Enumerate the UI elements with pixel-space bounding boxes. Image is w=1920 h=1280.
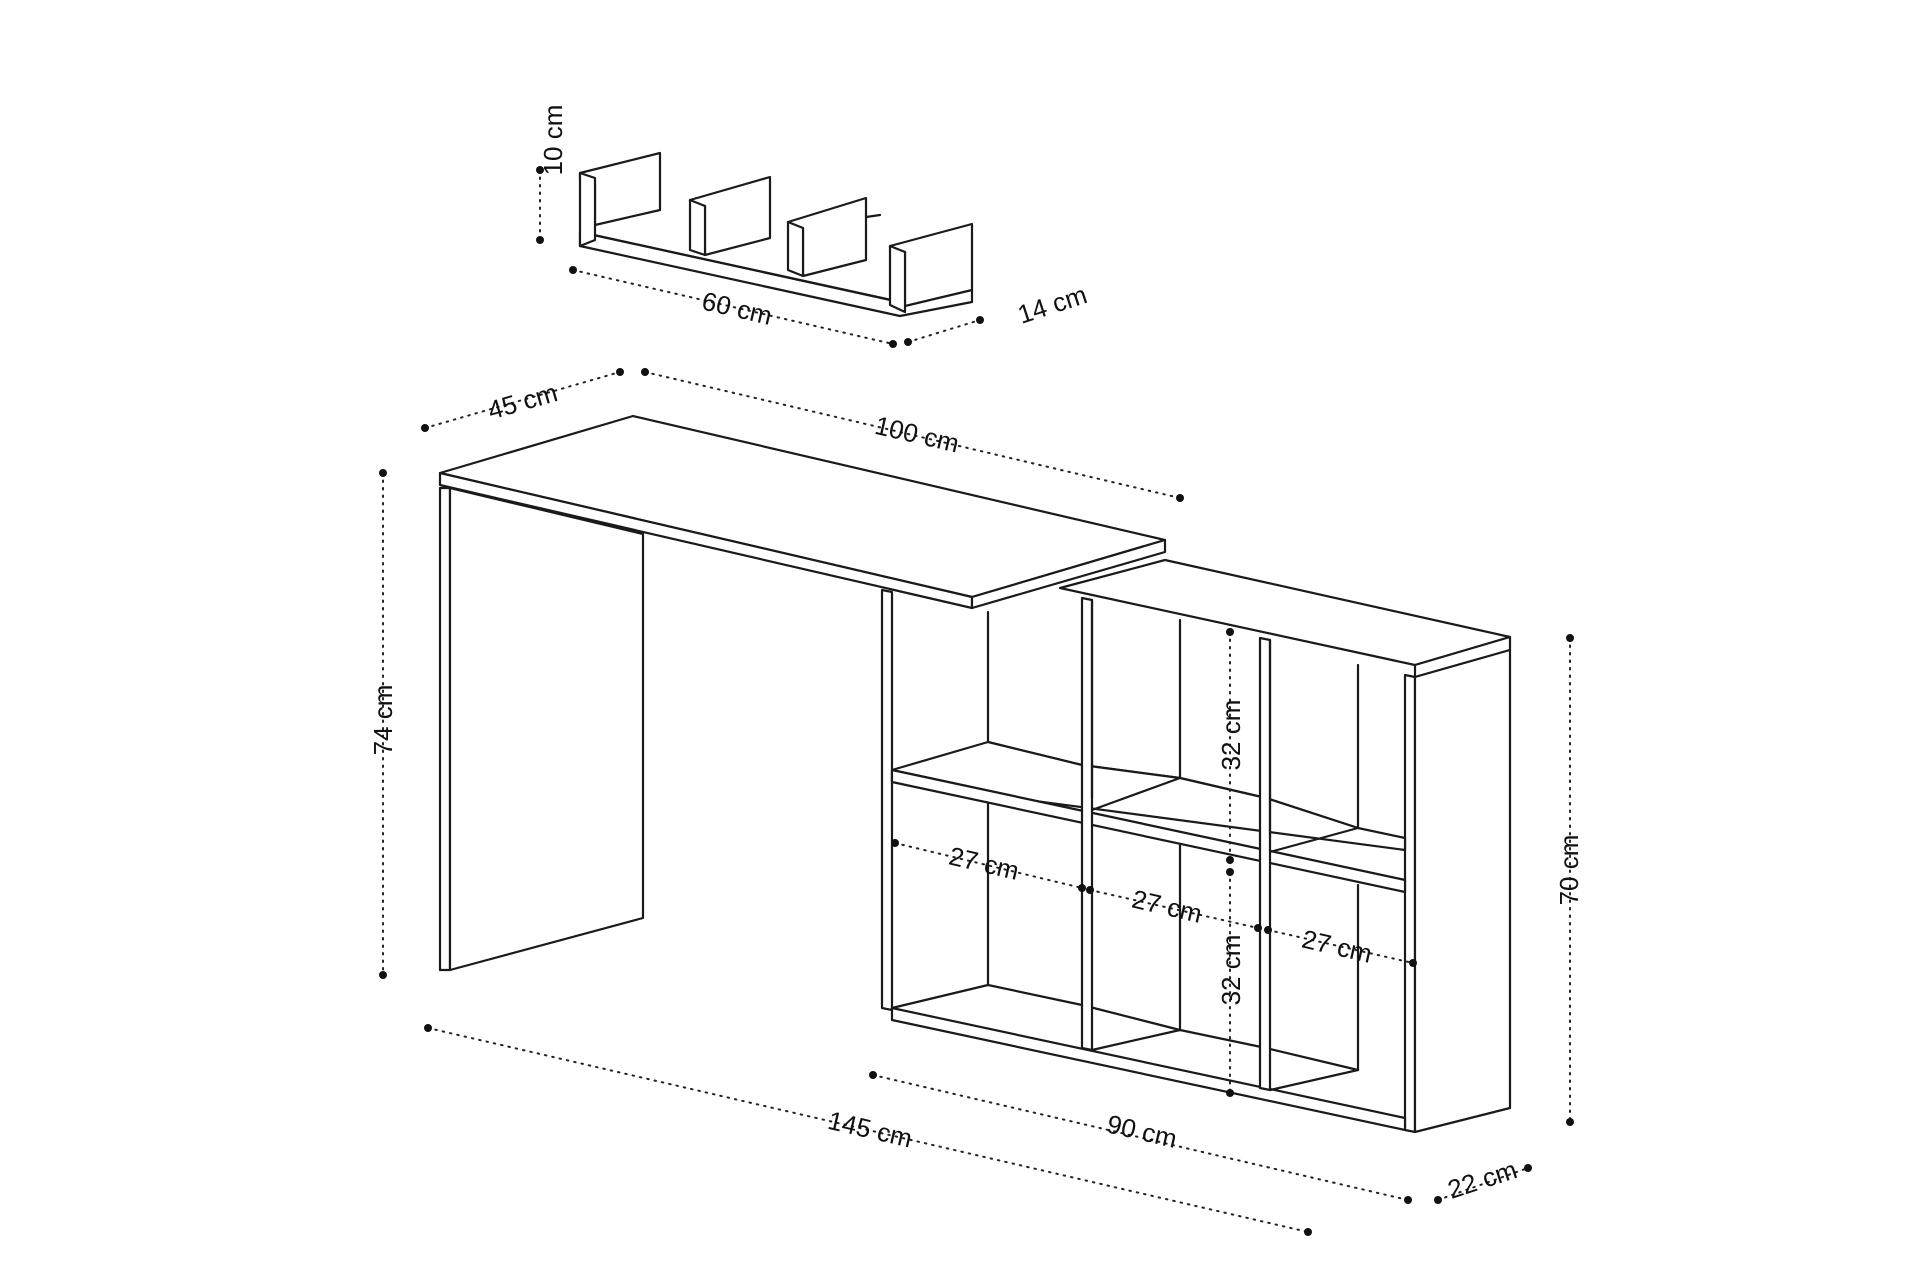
shelf-height-label: 10 cm: [538, 105, 568, 176]
compartment-width-left-label: 27 cm: [946, 841, 1022, 886]
desk-dimension-lines: [379, 368, 1574, 1236]
bookcase-width-label: 90 cm: [1104, 1109, 1180, 1154]
total-length-label: 145 cm: [825, 1105, 915, 1153]
desk-top-length-label: 100 cm: [872, 410, 962, 458]
shelf-dimension-lines: [536, 166, 984, 348]
compartment-height-lower-label: 32 cm: [1216, 935, 1246, 1006]
compartment-width-right-label: 27 cm: [1299, 924, 1375, 969]
shelf-depth-label: 14 cm: [1014, 279, 1091, 329]
bookcase-depth-label: 22 cm: [1444, 1154, 1521, 1204]
desk: [438, 414, 1167, 972]
compartment-height-upper-label: 32 cm: [1216, 700, 1246, 771]
shelf-width-label: 60 cm: [699, 286, 775, 331]
compartment-width-middle-label: 27 cm: [1129, 884, 1205, 929]
bookcase-height-label: 70 cm: [1554, 835, 1584, 906]
desk-height-label: 74 cm: [368, 685, 398, 756]
wall-shelf: [578, 151, 974, 318]
desk-depth-label: 45 cm: [484, 377, 560, 425]
bookcase: [880, 558, 1512, 1134]
